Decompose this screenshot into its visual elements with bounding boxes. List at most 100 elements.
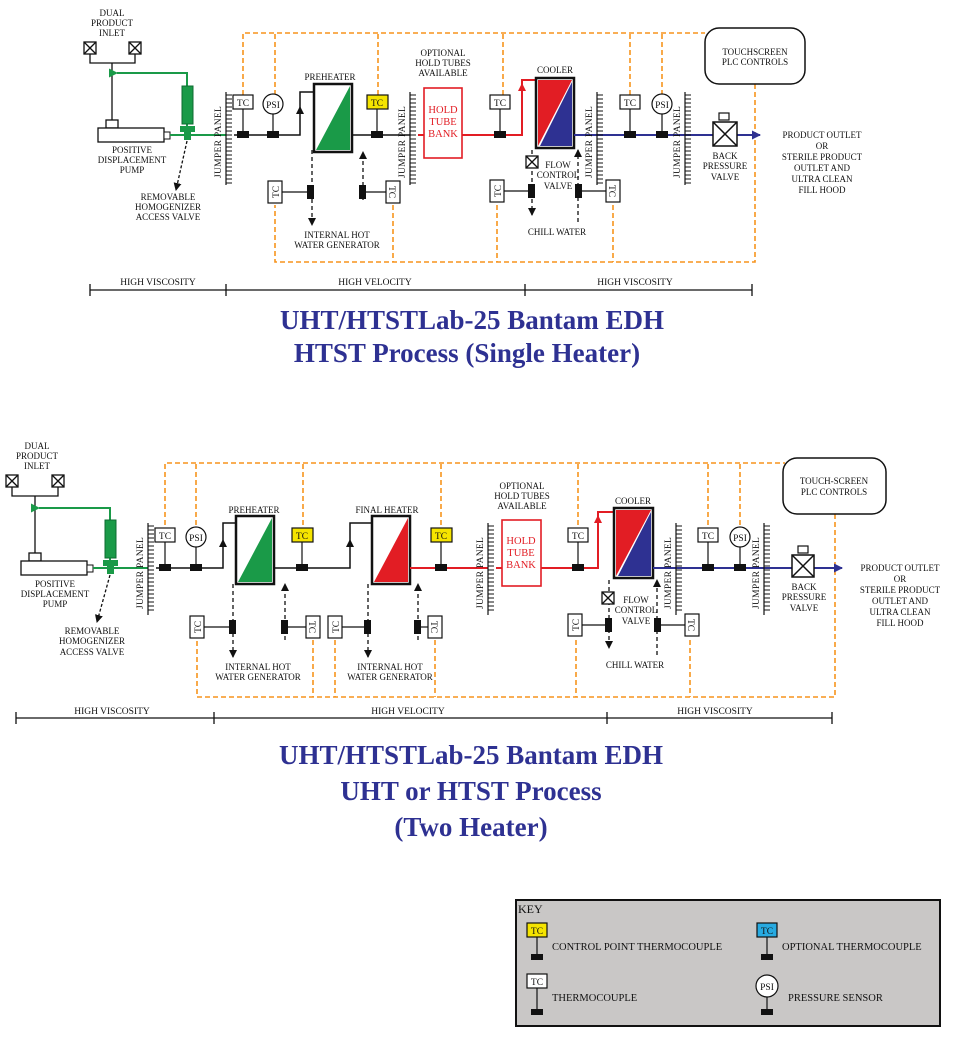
homogenizer-valve-icon	[180, 85, 195, 140]
diagram2-title-1: UHT/HTSTLab-25 Bantam EDH	[279, 740, 663, 770]
product-line-1	[156, 539, 227, 569]
tc-label: TC	[702, 532, 714, 542]
homogenizer-label-3: ACCESS VALVE	[60, 647, 125, 657]
inlet-valve-right-icon	[128, 41, 142, 55]
outlet-6: FILL HOOD	[799, 185, 846, 195]
preheater-exchanger	[312, 82, 354, 154]
hot-water-label-1: INTERNAL HOT	[357, 662, 423, 672]
positive-displacement-pump: POSITIVE DISPLACEMENT PUMP	[20, 552, 94, 609]
dual-product-inlet: DUAL PRODUCT INLET	[5, 441, 65, 553]
zone-ruler: HIGH VISCOSITY HIGH VELOCITY HIGH VISCOS…	[15, 707, 833, 724]
jumper-panel-2: JUMPER PANEL	[476, 523, 494, 615]
flow-valve-1: FLOW	[623, 595, 649, 605]
pressure-sensor-icon: PSI	[262, 93, 284, 138]
hold-note-3: AVAILABLE	[418, 68, 468, 78]
tc-label: TC	[572, 619, 582, 631]
hold-note-2: HOLD TUBES	[494, 491, 550, 501]
preheater-to-final-2	[349, 522, 372, 540]
preheater-label: PREHEATER	[304, 72, 355, 82]
homogenizer-label-2: HOMOGENIZER	[59, 636, 125, 646]
tc-label: TC	[572, 532, 584, 542]
inlet-valve-right-icon	[51, 474, 65, 488]
chill-tc-right-icon: TC	[575, 179, 621, 203]
outlet-2: OR	[894, 574, 907, 584]
flow-valve-3: VALVE	[622, 616, 651, 626]
jumper-panel-label: JUMPER PANEL	[585, 106, 595, 178]
tc-label: TC	[531, 978, 543, 988]
bp-label-3: VALVE	[711, 172, 740, 182]
tc-label: TC	[531, 927, 543, 937]
diagram-single-heater: DUAL PRODUCT INLET POSITIVE DISPLACEMENT…	[83, 8, 863, 368]
key-thermocouple-icon: TC	[526, 973, 548, 1015]
product-outlet-label: PRODUCT OUTLET OR STERILE PRODUCT OUTLET…	[782, 130, 863, 195]
preheater-exchanger	[234, 514, 276, 586]
inlet-label-3: INLET	[99, 28, 125, 38]
homogenizer-valve-icon	[103, 519, 118, 574]
jumper-panel-4: JUMPER PANEL	[673, 92, 691, 185]
cooler-exchanger	[612, 506, 655, 580]
inlet-label-2: PRODUCT	[91, 18, 134, 28]
tc-label: TC	[371, 99, 383, 109]
pump-label-1: POSITIVE	[35, 579, 76, 589]
hot-product-line-2	[521, 79, 536, 84]
tc-label: TC	[194, 621, 204, 633]
hot-water-tc-right-icon: TC	[414, 615, 443, 639]
hot-water-label-2: WATER GENERATOR	[294, 240, 380, 250]
hot-water-tc-left-icon: TC	[327, 615, 371, 639]
tc-label: TC	[761, 927, 773, 937]
inlet-label-3: INLET	[24, 461, 50, 471]
outlet-5: ULTRA CLEAN	[792, 174, 853, 184]
hot-water-tc-left-icon: TC	[189, 615, 236, 639]
jumper-panel-1: JUMPER PANEL	[214, 92, 232, 185]
zone-ruler: HIGH VISCOSITY HIGH VELOCITY HIGH VISCOS…	[89, 278, 753, 296]
homogenizer-label-3: ACCESS VALVE	[136, 212, 201, 222]
cooler-label: COOLER	[537, 65, 573, 75]
thermocouple-icon: TC	[697, 527, 719, 571]
pump-label-3: PUMP	[43, 599, 68, 609]
jumper-panel-4: JUMPER PANEL	[752, 523, 770, 615]
hot-product-line-2	[597, 511, 614, 516]
psi-label: PSI	[760, 983, 774, 993]
product-line-2	[299, 91, 314, 107]
recirculation-line	[31, 503, 111, 563]
pump-label-2: DISPLACEMENT	[21, 589, 90, 599]
diagram2-title-2: UHT or HTST Process	[340, 776, 601, 806]
jumper-panel-label: JUMPER PANEL	[136, 537, 146, 609]
tc-label: TC	[494, 99, 506, 109]
recirculation-line	[109, 68, 188, 130]
hold-bank-2: TUBE	[429, 117, 456, 128]
zone-3: HIGH VISCOSITY	[597, 278, 673, 288]
tc-label: TC	[332, 621, 342, 633]
preheater-to-final	[274, 539, 354, 569]
outlet-6: FILL HOOD	[877, 618, 924, 628]
zone-1: HIGH VISCOSITY	[120, 278, 196, 288]
flow-valve-2: CONTROL	[615, 605, 658, 615]
chill-tc-left-icon: TC	[489, 179, 535, 203]
thermocouple-icon: TC	[489, 94, 511, 138]
flow-valve-3: VALVE	[544, 181, 573, 191]
thermocouple-icon: TC	[232, 94, 254, 138]
jumper-panel-label: JUMPER PANEL	[476, 537, 486, 609]
outlet-2: OR	[816, 141, 829, 151]
final-heater-label: FINAL HEATER	[356, 505, 419, 515]
flow-control-valve-icon	[601, 591, 615, 605]
outlet-1: PRODUCT OUTLET	[782, 130, 862, 140]
chill-water-label: CHILL WATER	[528, 227, 586, 237]
tc-label: TC	[159, 532, 171, 542]
inlet-valve-left-icon	[83, 41, 97, 55]
bp-label-1: BACK	[712, 151, 738, 161]
key-optional-label: OPTIONAL THERMOCOUPLE	[782, 942, 922, 953]
jumper-panel-label: JUMPER PANEL	[664, 537, 674, 609]
chill-water-label: CHILL WATER	[606, 660, 664, 670]
bp-label-1: BACK	[791, 582, 817, 592]
tc-label: TC	[624, 99, 636, 109]
flow-valve-1: FLOW	[545, 160, 571, 170]
product-line-2	[222, 522, 236, 540]
psi-label: PSI	[733, 534, 747, 544]
tc-label: TC	[237, 99, 249, 109]
homogenizer-label-1: REMOVABLE	[141, 192, 196, 202]
bp-label-3: VALVE	[790, 603, 819, 613]
plc-controls-panel: TOUCHSCREEN PLC CONTROLS	[704, 27, 806, 85]
plc-label-1: TOUCHSCREEN	[722, 47, 788, 57]
jumper-panel-label: JUMPER PANEL	[214, 106, 224, 178]
